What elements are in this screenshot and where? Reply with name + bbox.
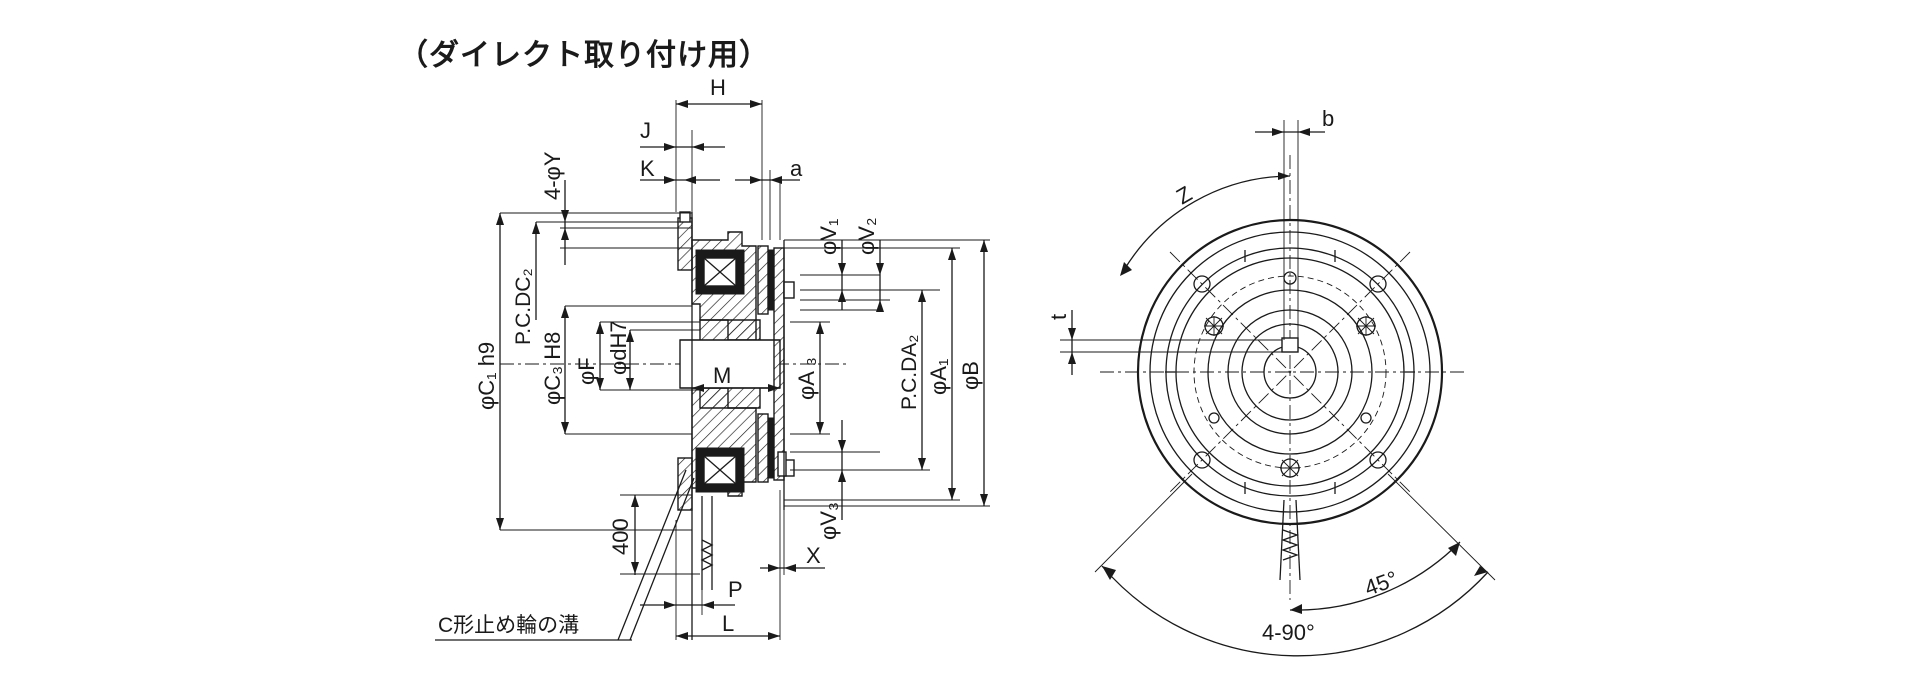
dim-A3: φA ₃ (794, 357, 819, 400)
dim-lead-400: 400 (608, 518, 633, 555)
dim-K: K (640, 156, 655, 181)
dim-C1: φC₁ h9 (474, 342, 499, 410)
dim-L: L (722, 611, 734, 636)
dim-V2: φV₂ (854, 218, 879, 255)
side-view: H J K a 4-φY P.C.DC₂ φC₁ h9 φC₃ H8 φF φd… (435, 75, 990, 641)
dim-PCD-A2: P.C.DA₂ (898, 335, 921, 410)
dim-H: H (710, 75, 726, 100)
front-view: b Z t 45° 4-90° (1046, 106, 1496, 657)
dim-M: M (713, 363, 731, 388)
dim-C3: φC₃ H8 (540, 332, 565, 405)
dim-b: b (1322, 106, 1334, 131)
dim-J: J (640, 118, 651, 143)
dim-V3: φV₃ (816, 502, 841, 540)
dim-F: φF (574, 357, 599, 385)
page-title: （ダイレクト取り付け用） (398, 38, 770, 73)
groove-label: C形止め輪の溝 (438, 614, 579, 637)
dim-P: P (728, 577, 743, 602)
dim-t: t (1046, 314, 1071, 320)
dim-PCD-C2: P.C.DC₂ (512, 268, 535, 345)
dim-a: a (790, 156, 803, 181)
dim-B: φB (958, 361, 983, 390)
dim-d: φdH7 (606, 320, 631, 375)
angle-45: 45° (1361, 566, 1401, 601)
dim-X: X (806, 543, 821, 568)
dim-Z: Z (1172, 181, 1196, 209)
dim-A1: φA₁ (926, 359, 951, 395)
dim-4-Y: 4-φY (540, 151, 565, 200)
dim-V1: φV₁ (816, 219, 841, 255)
angle-4-90: 4-90° (1262, 620, 1315, 645)
